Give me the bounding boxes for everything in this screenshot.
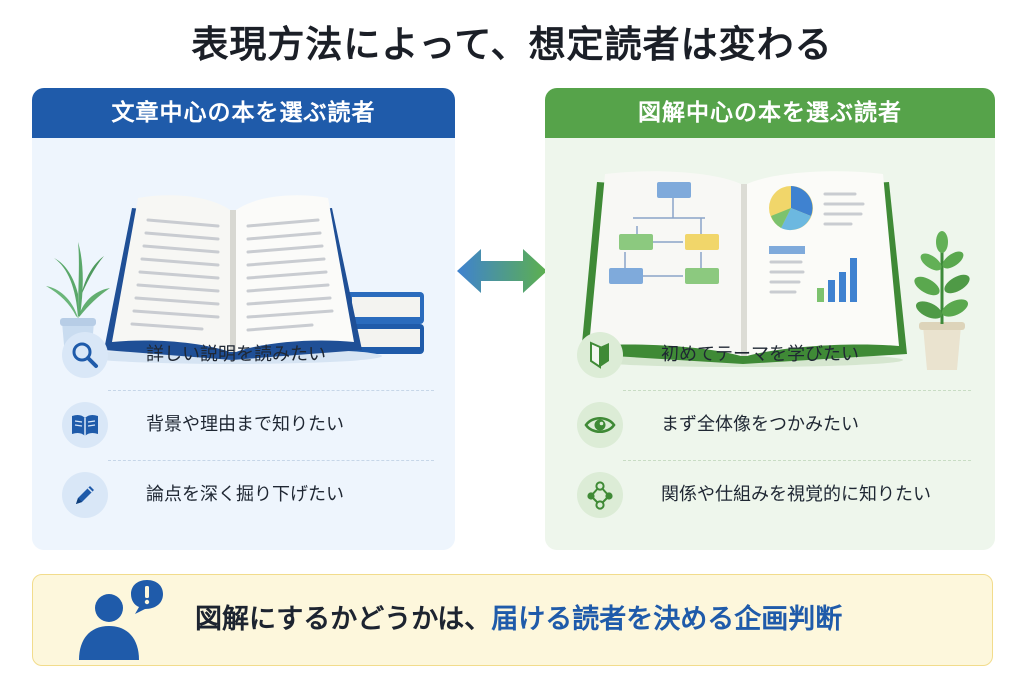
right-panel-header: 図解中心の本を選ぶ読者 bbox=[545, 88, 995, 138]
conclusion-text: 図解にするかどうかは、届ける読者を決める企画判断 bbox=[195, 575, 842, 665]
list-item: 背景や理由まで知りたい bbox=[44, 390, 444, 460]
list-item: 論点を深く掘り下げたい bbox=[44, 460, 444, 530]
diagram-book-illustration bbox=[581, 171, 970, 370]
text-book-illustration bbox=[46, 195, 424, 368]
text-centered-reader-panel: 文章中心の本を選ぶ読者 bbox=[32, 88, 455, 550]
eye-icon bbox=[577, 402, 623, 448]
person-alert-icon bbox=[79, 580, 163, 660]
conclusion-text-plain: 図解にするかどうかは、 bbox=[195, 604, 492, 635]
left-reader-list: 詳しい説明を読みたい 背景や理由まで知りたい 論点を深く掘り下げたい bbox=[44, 320, 444, 530]
plant-icon bbox=[914, 231, 970, 370]
stacked-books bbox=[342, 292, 424, 354]
list-item-label: 詳しい説明を読みたい bbox=[146, 344, 326, 365]
list-item-label: 背景や理由まで知りたい bbox=[146, 414, 344, 435]
list-item: 初めてテーマを学びたい bbox=[559, 320, 981, 390]
pencil-icon bbox=[62, 472, 108, 518]
list-item-label: 初めてテーマを学びたい bbox=[661, 344, 859, 365]
list-item: 関係や仕組みを視覚的に知りたい bbox=[559, 460, 981, 530]
open-book bbox=[581, 171, 907, 367]
double-arrow-icon bbox=[457, 249, 547, 293]
conclusion-text-highlight: 届ける読者を決める企画判断 bbox=[491, 604, 843, 635]
diagram-centered-reader-panel: 図解中心の本を選ぶ読者 bbox=[545, 88, 995, 550]
left-panel-header: 文章中心の本を選ぶ読者 bbox=[32, 88, 455, 138]
open-book-icon bbox=[62, 402, 108, 448]
page-title: 表現方法によって、想定読者は変わる bbox=[191, 23, 833, 66]
search-icon bbox=[62, 332, 108, 378]
list-item-label: 論点を深く掘り下げたい bbox=[146, 484, 344, 505]
list-item: まず全体像をつかみたい bbox=[559, 390, 981, 460]
right-reader-list: 初めてテーマを学びたい まず全体像をつかみたい 関係や仕組みを視覚的に知りたい bbox=[559, 320, 981, 530]
conclusion-banner: 図解にするかどうかは、届ける読者を決める企画判断 bbox=[32, 574, 993, 666]
list-item-label: まず全体像をつかみたい bbox=[661, 414, 859, 435]
network-icon bbox=[577, 472, 623, 518]
list-item: 詳しい説明を読みたい bbox=[44, 320, 444, 390]
list-item-label: 関係や仕組みを視覚的に知りたい bbox=[661, 484, 931, 505]
beginner-mark-icon bbox=[577, 332, 623, 378]
open-book bbox=[82, 195, 382, 364]
